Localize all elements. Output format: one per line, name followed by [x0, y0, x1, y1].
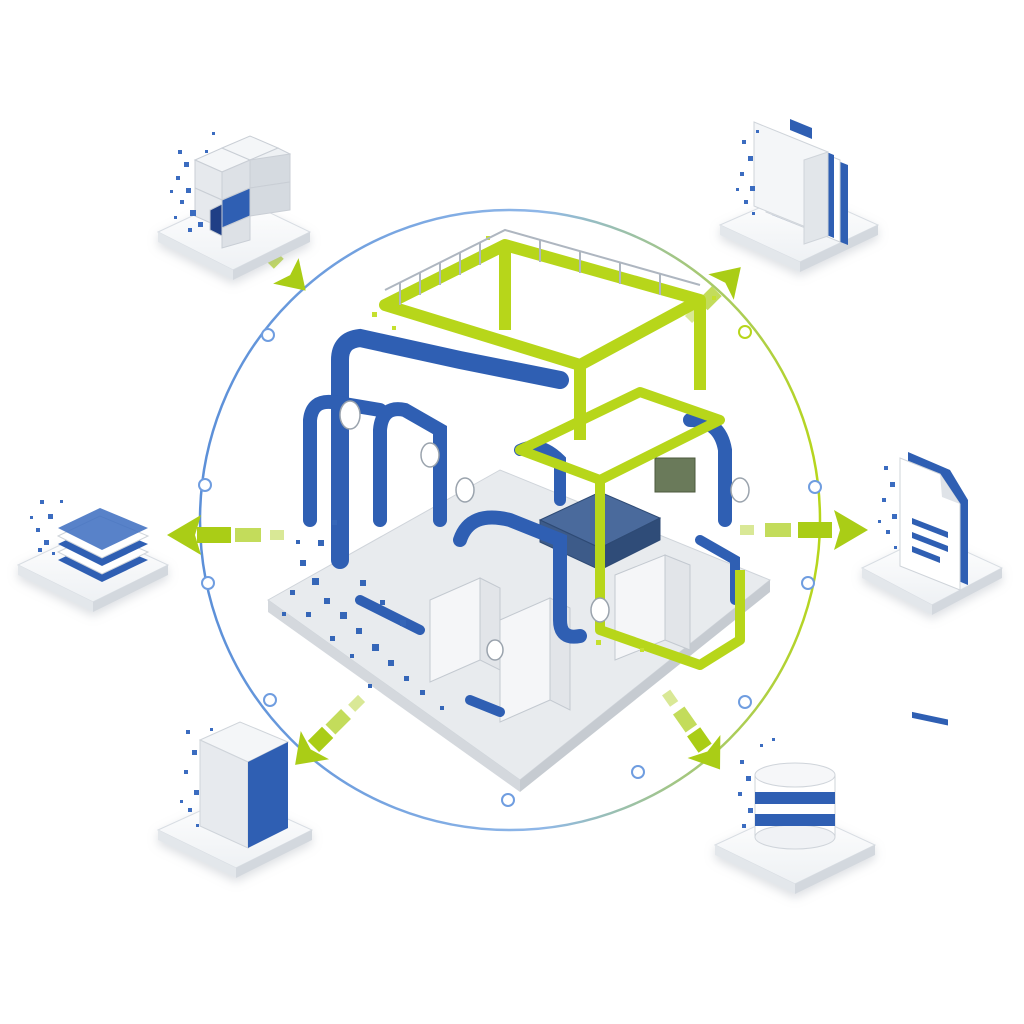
- ring-node: [263, 693, 277, 707]
- ring-node: [738, 695, 752, 709]
- ring-nodes: [198, 325, 822, 807]
- ring-node: [738, 325, 752, 339]
- ring-node: [808, 480, 822, 494]
- ring-node: [201, 576, 215, 590]
- arrow-right: [740, 510, 868, 550]
- railing: [384, 228, 701, 305]
- pixel-scatter: [282, 520, 444, 710]
- folder-stack-icon: [736, 119, 848, 245]
- pixel-scatter: [878, 466, 897, 549]
- pixel-scatter: [180, 728, 213, 827]
- ring-node: [801, 576, 815, 590]
- layers-icon: [30, 500, 150, 582]
- arrow-left: [167, 515, 284, 555]
- industrial-plant-icon: [267, 228, 771, 792]
- arrow-bottom-left: [295, 694, 366, 765]
- connection-ring: [198, 208, 822, 832]
- arrow-bottom-right: [662, 689, 721, 770]
- document-icon: [878, 452, 968, 726]
- pixel-scatter: [738, 738, 775, 828]
- cube-grid-icon: [170, 132, 292, 249]
- valves: [339, 400, 750, 661]
- heat-exchanger: [429, 554, 691, 723]
- lime-frame: [379, 239, 745, 670]
- pixel-scatter: [170, 132, 215, 232]
- ring-node: [501, 793, 515, 807]
- pixel-scatter: [30, 500, 63, 555]
- ring-node: [198, 478, 212, 492]
- ring-node: [261, 328, 275, 342]
- pixel-scatter: [736, 130, 759, 215]
- arrows: [167, 232, 868, 770]
- box-icon: [180, 721, 290, 849]
- database-icon: [738, 738, 836, 850]
- ring-node: [631, 765, 645, 779]
